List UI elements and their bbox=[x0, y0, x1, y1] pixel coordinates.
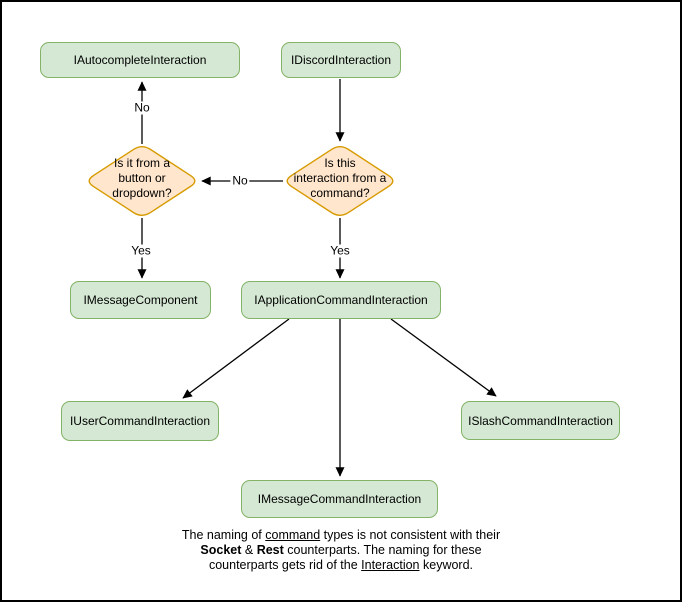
node-label: IUserCommandInteraction bbox=[69, 414, 211, 428]
caption-line-2: Socket & Rest counterparts. The naming f… bbox=[200, 543, 482, 557]
edge-label-yes-left: Yes bbox=[129, 243, 153, 258]
bold-word-socket: Socket bbox=[200, 543, 242, 557]
decision-button-dropdown-shape[interactable] bbox=[88, 146, 196, 216]
node-label: IDiscordInteraction bbox=[290, 53, 392, 67]
node-idiscordinteraction[interactable]: IDiscordInteraction bbox=[281, 42, 401, 78]
node-imessagecomponent[interactable]: IMessageComponent bbox=[70, 281, 211, 319]
decision-button-dropdown-label: Is it from a button or dropdown? bbox=[112, 156, 172, 200]
node-label: IMessageCommandInteraction bbox=[257, 492, 422, 506]
diagram-caption: The naming of command types is not consi… bbox=[0, 528, 682, 573]
underlined-word-command: command bbox=[265, 528, 321, 542]
edge-application-command-to-slash-command bbox=[390, 318, 497, 397]
node-label: IApplicationCommandInteraction bbox=[254, 293, 428, 307]
node-iautocompleteinteraction[interactable]: IAutocompleteInteraction bbox=[40, 42, 240, 78]
edge-label-yes-right: Yes bbox=[328, 243, 352, 258]
edge-application-command-to-user-command bbox=[182, 318, 290, 399]
bold-word-rest: Rest bbox=[256, 543, 284, 557]
edge-label-no-up: No bbox=[132, 100, 152, 115]
edge-label-no-left: No bbox=[230, 173, 250, 188]
node-iusercommandinteraction[interactable]: IUserCommandInteraction bbox=[61, 401, 219, 441]
node-islashcommandinteraction[interactable]: ISlashCommandInteraction bbox=[461, 401, 620, 440]
node-label: IAutocompleteInteraction bbox=[73, 53, 207, 67]
caption-line-1: The naming of command types is not consi… bbox=[181, 528, 501, 542]
decision-command-shape[interactable] bbox=[286, 146, 394, 216]
node-imessagecommandinteraction[interactable]: IMessageCommandInteraction bbox=[241, 480, 438, 518]
node-label: ISlashCommandInteraction bbox=[468, 413, 613, 428]
underlined-word-interaction: Interaction bbox=[361, 558, 420, 572]
decision-command-label: Is this interaction from a command? bbox=[293, 156, 387, 200]
node-iapplicationcommandinteraction[interactable]: IApplicationCommandInteraction bbox=[241, 281, 441, 319]
node-label: IMessageComponent bbox=[83, 293, 198, 307]
caption-line-3: counterparts gets rid of the Interaction… bbox=[208, 558, 474, 572]
